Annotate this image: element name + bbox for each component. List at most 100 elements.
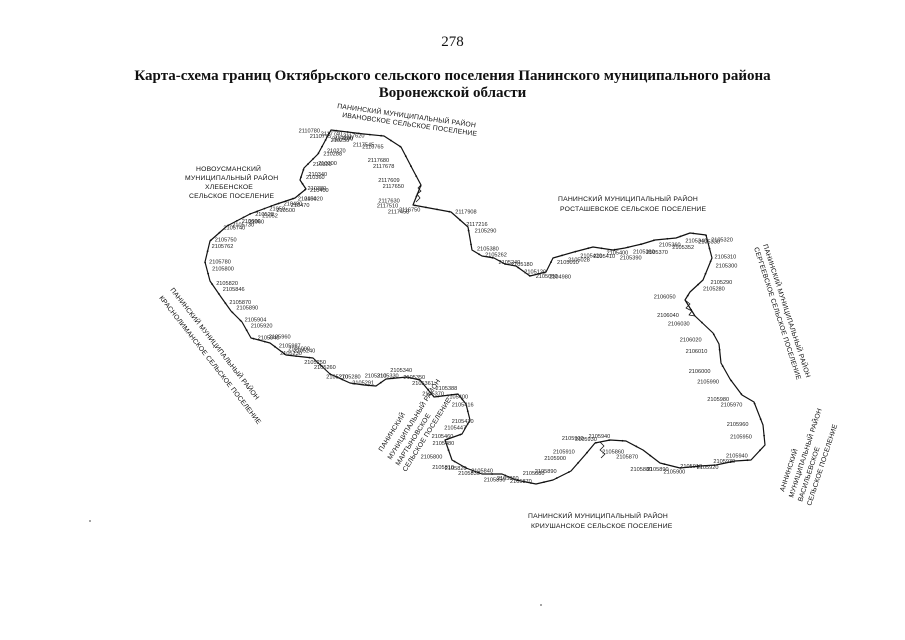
boundary-vertex [298, 193, 301, 196]
boundary-vertex [759, 449, 761, 452]
point-number-label: 2105290 [711, 280, 733, 286]
boundary-vertex [239, 319, 242, 322]
point-number-label: 2105290 [475, 229, 497, 235]
point-number-label: 210500 [276, 208, 295, 214]
point-number-label: 2105010 [557, 260, 579, 266]
point-number-label: 2105730 [232, 222, 254, 228]
boundary-vertex [528, 274, 531, 277]
boundary-wiggle-east [684, 299, 696, 317]
point-number-label: 2105987 [279, 344, 301, 350]
boundary-vertex [763, 434, 765, 437]
boundary-vertex [705, 234, 707, 237]
boundary-vertex [227, 224, 230, 227]
boundary-vertex [437, 395, 440, 398]
point-number-label: 2105240 [499, 260, 521, 266]
boundary-vertex [301, 182, 304, 185]
point-number-label: 2105910 [680, 464, 702, 470]
point-number-label: 2105940 [258, 336, 280, 342]
boundary-vertex [448, 210, 451, 213]
point-number-label: 2105800 [212, 267, 234, 273]
krivushanskoe-label: ПАНИНСКИЙ МУНИЦИПАЛЬНЫЙ РАЙОН КРИУШАНСКО… [528, 511, 673, 530]
svg-text:КРАСНОЛИМАНСКОЕ СЕЛЬСКОЕ ПОСЕЛ: КРАСНОЛИМАНСКОЕ СЕЛЬСКОЕ ПОСЕЛЕНИЕ [157, 295, 262, 426]
boundary-vertex [477, 471, 480, 474]
boundary-vertex [690, 308, 692, 311]
boundary-vertex [263, 207, 266, 210]
svg-text:НОВОУСМАНСКИЙ: НОВОУСМАНСКИЙ [196, 164, 261, 173]
boundary-vertex [235, 220, 238, 222]
boundary-line [204, 129, 766, 485]
boundary-vertex [209, 239, 212, 242]
boundary-vertex [436, 208, 438, 211]
point-number-label: 21052 [262, 213, 278, 219]
point-number-label: 2105388 [436, 386, 458, 392]
boundary-vertex [613, 248, 616, 251]
point-number-label: 2105740 [223, 226, 245, 232]
point-number-label: 2117700 [332, 137, 353, 143]
boundary-vertex [274, 345, 276, 348]
boundary-vertex [328, 132, 331, 135]
boundary-vertex [696, 465, 699, 468]
point-number-label: 2105780 [209, 260, 231, 266]
boundary-vertex [346, 131, 349, 133]
boundary-vertex [701, 321, 703, 324]
boundary-vertex [418, 379, 421, 381]
point-number-label: 2105180 [511, 262, 533, 268]
boundary-vertex [595, 441, 597, 444]
point-number-label: 2105280 [339, 375, 361, 381]
boundary-vertex [295, 355, 297, 357]
boundary-vertex [459, 433, 462, 436]
point-number-label: 2117458 [388, 209, 409, 215]
point-number-label: 2105830 [458, 471, 480, 477]
point-number-label: 2105960 [269, 335, 291, 341]
point-number-label: 210288 [323, 151, 342, 157]
point-number-label: 2105980 [707, 397, 729, 403]
point-number-label: 2105904 [245, 318, 267, 324]
point-number-label: 2105460 [432, 434, 454, 440]
point-number-label: 2105820 [445, 466, 467, 472]
point-number-label: 2105950 [730, 435, 752, 441]
boundary-vertex [653, 239, 655, 242]
svg-text:СЕРГЕЕВСКОЕ СЕЛЬСКОЕ ПОСЕЛЕНИЕ: СЕРГЕЕВСКОЕ СЕЛЬСКОЕ ПОСЕЛЕНИЕ [752, 246, 802, 381]
boundary-vertex [224, 302, 227, 305]
point-number-label: 2105400 [446, 394, 468, 400]
point-number-label: 2105380 [633, 249, 655, 255]
point-number-label: 210320 [313, 162, 332, 168]
boundary-vertex [555, 477, 558, 479]
boundary-vertex [663, 463, 666, 465]
point-number-label: 2105352 [672, 245, 694, 251]
point-number-label: 2105940 [726, 453, 748, 459]
boundary-vertex [390, 139, 392, 142]
point-number-label: 2105270 [326, 375, 348, 381]
point-number-label: 2105028 [568, 257, 590, 263]
boundary-vertex [217, 292, 220, 295]
boundary-vertex [713, 464, 716, 466]
boundary-vertex [679, 235, 682, 238]
point-number-label: 2105880 [630, 467, 652, 473]
point-number-label: 210380 [308, 186, 327, 192]
boundary-vertex [283, 352, 286, 355]
boundary-vertex [399, 145, 402, 148]
scan-speck [89, 520, 91, 522]
svg-text:МУНИЦИПАЛЬНЫЙ РАЙОН: МУНИЦИПАЛЬНЫЙ РАЙОН [185, 173, 278, 182]
svg-text:ПАНИНСКИЙ МУНИЦИПАЛЬНЫЙ РАЙОН: ПАНИНСКИЙ МУНИЦИПАЛЬНЫЙ РАЙОН [528, 511, 668, 520]
boundary-vertex [277, 202, 280, 205]
map-title: Карта-схема границ Октябрьского сельског… [134, 68, 771, 84]
boundary-vertex [466, 410, 469, 413]
boundary-vertex [307, 163, 309, 166]
boundary-vertex [415, 195, 418, 198]
point-number-label: 2105390 [620, 256, 642, 262]
boundary-vertex [312, 157, 315, 160]
point-number-label: 2105300 [716, 263, 738, 269]
boundary-vertex [379, 381, 382, 384]
boundary-vertex [245, 329, 248, 332]
boundary-vertex [319, 363, 322, 366]
boundary-vertex [746, 459, 749, 462]
boundary-vertex [453, 460, 456, 463]
boundary-vertex [302, 169, 305, 171]
point-number-label: 2106030 [668, 322, 690, 328]
boundary-vertex [419, 185, 422, 187]
point-number-label: 2105240 [294, 349, 316, 355]
point-number-label: 2105050 [536, 274, 558, 280]
boundary-vertex [404, 155, 407, 158]
boundary-vertex [712, 333, 715, 336]
